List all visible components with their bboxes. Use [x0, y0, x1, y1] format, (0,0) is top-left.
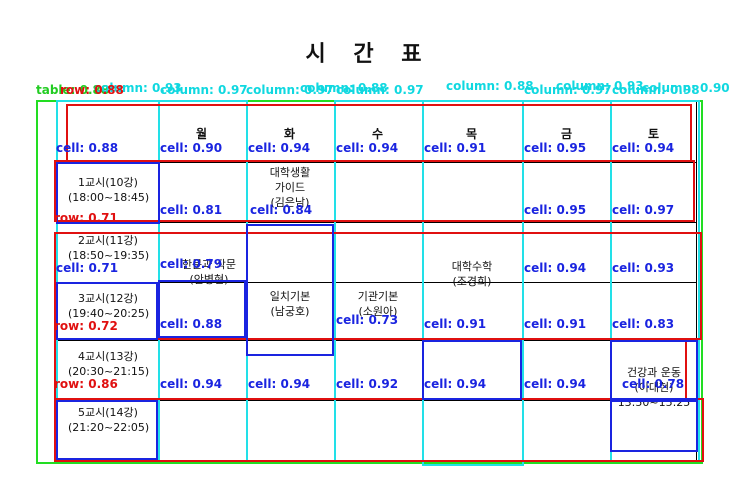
row-label: row: 0.88 [60, 83, 124, 97]
column-label: column: 0.90 [642, 81, 730, 95]
course-line: (조경희) [452, 274, 492, 288]
cell-label: cell: 0.81 [160, 203, 223, 217]
cell-box [422, 340, 522, 400]
column-label: column: 0.88 [446, 79, 534, 93]
period-4-time: (20:30~21:15) [68, 364, 150, 378]
cell-label: cell: 0.88 [56, 141, 119, 155]
cell-box [56, 282, 158, 340]
day-header-fri: 금 [561, 127, 573, 141]
day-header-mon: 월 [196, 127, 208, 141]
column-label: column: 0.93 [94, 81, 182, 95]
course-line: 가이드 [274, 180, 306, 194]
table-label: table: 0.88 [36, 83, 110, 97]
cell-label: cell: 0.91 [424, 141, 487, 155]
column-label: column: 0.97 [160, 83, 248, 97]
course-tue: 일치기본 (남궁호) [258, 290, 322, 320]
cell-label: cell: 0.94 [248, 141, 311, 155]
course-line: (소원아) [358, 304, 398, 318]
row-box [54, 398, 704, 462]
cell-label: cell: 0.84 [250, 203, 313, 217]
cell-label: cell: 0.94 [336, 141, 399, 155]
cell-label: cell: 0.79 [160, 257, 223, 271]
period-5-time: (21:20~22:05) [68, 420, 150, 434]
cell-box [246, 224, 334, 356]
cell-box [158, 280, 246, 338]
cell-label: cell: 0.94 [248, 377, 311, 391]
course-line: (안병현) [189, 272, 229, 286]
cell-label: cell: 0.94 [424, 377, 487, 391]
cell-label: cell: 0.73 [336, 313, 399, 327]
cell-label: cell: 0.83 [612, 317, 675, 331]
day-header-tue: 화 [284, 127, 296, 141]
course-mon: 한문과 작문 (안병현) [164, 258, 254, 288]
course-line: 건강과 운동 [626, 366, 682, 379]
course-line: (남궁호) [270, 304, 310, 318]
cell-label: cell: 0.93 [612, 261, 675, 275]
period-3-time: (19:40~20:25) [68, 306, 150, 320]
period-2: 2교시(11강) (18:50~19:35) [68, 234, 150, 264]
cell-label: cell: 0.94 [612, 141, 675, 155]
cell-label: cell: 0.88 [160, 317, 223, 331]
period-4-name: 4교시(13강) [78, 350, 138, 363]
column-label: column: 0.98 [612, 83, 700, 97]
row-label: row: 0.71 [54, 211, 118, 225]
column-label: column: 0.97 [336, 83, 424, 97]
row-label: row: 0.86 [54, 377, 118, 391]
period-3: 3교시(12강) (19:40~20:25) [68, 292, 150, 322]
period-4: 4교시(13강) (20:30~21:15) [68, 350, 150, 380]
row-label: row: 0.72 [54, 319, 118, 333]
course-line: 일치기본 [269, 290, 311, 303]
cell-label: cell: 0.91 [424, 317, 487, 331]
column-label: column: 0.97 [524, 83, 612, 97]
period-3-name: 3교시(12강) [78, 292, 138, 305]
day-header-sat: 토 [648, 127, 660, 141]
course-line: (김은남) [270, 195, 310, 209]
period-1: 1교시(10강) (18:00~18:45) [68, 176, 150, 206]
timetable-grid: 월 화 수 목 금 토 1교시(10강) (18:00~18:45) 2교시(1… [56, 100, 697, 461]
course-wed: 기관기본 (소원아) [346, 290, 410, 320]
column-label: column: 0.93 [556, 79, 644, 93]
cell-label: cell: 0.94 [524, 377, 587, 391]
period-2-name: 2교시(11강) [78, 234, 138, 247]
course-line: (이대현) [634, 380, 674, 394]
period-5-name: 5교시(14강) [78, 406, 138, 419]
cell-label: cell: 0.90 [160, 141, 223, 155]
row-box [54, 160, 695, 222]
cell-box [56, 162, 160, 224]
course-line: 대학수학 [451, 260, 493, 273]
cell-label: cell: 0.91 [524, 317, 587, 331]
course-line: 대학생활 [269, 166, 311, 179]
day-header-wed: 수 [372, 127, 384, 141]
course-tue-guide: 대학생활 가이드 (김은남) [258, 166, 322, 211]
timetable-title: 시 간 표 [305, 42, 432, 67]
cell-label: cell: 0.95 [524, 203, 587, 217]
column-label: column: 0.97 [246, 83, 334, 97]
cell-label: cell: 0.95 [524, 141, 587, 155]
cell-label: cell: 0.94 [160, 377, 223, 391]
period-1-name: 1교시(10강) [78, 176, 138, 189]
cell-label: cell: 0.78 [622, 377, 685, 391]
course-line: 한문과 작문 [181, 258, 237, 271]
period-1-time: (18:00~18:45) [68, 190, 150, 204]
course-thu: 대학수학 (조경희) [434, 260, 510, 290]
course-line: 기관기본 [357, 290, 399, 303]
cell-box [610, 340, 698, 400]
period-5: 5교시(14강) (21:20~22:05) [68, 406, 150, 436]
cell-label: cell: 0.71 [56, 261, 119, 275]
cell-label: cell: 0.97 [612, 203, 675, 217]
period-2-time: (18:50~19:35) [68, 248, 150, 262]
cell-label: cell: 0.94 [524, 261, 587, 275]
cell-box [56, 400, 158, 460]
cell-box [610, 400, 698, 452]
day-header-thu: 목 [466, 127, 478, 141]
column-label: column: 0.88 [300, 81, 388, 95]
cell-label: cell: 0.92 [336, 377, 399, 391]
